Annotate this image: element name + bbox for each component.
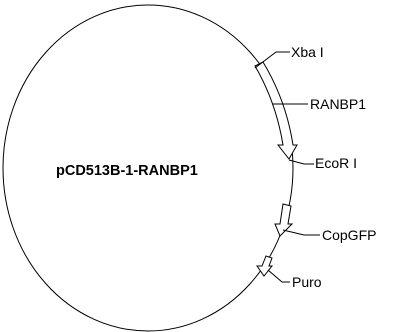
puro-label: Puro <box>292 274 322 290</box>
plasmid-name: pCD513B-1-RANBP1 <box>56 163 198 179</box>
puro-feature-arrow <box>256 255 274 277</box>
xbai-leader-line <box>254 51 290 69</box>
copgfp-feature-arrow <box>274 203 294 237</box>
plasmid-backbone <box>2 4 294 332</box>
ecori-label: EcoR I <box>315 155 357 171</box>
copgfp-label: CopGFP <box>322 227 376 243</box>
copgfp-leader-line <box>282 229 320 236</box>
xbai-label: Xba I <box>291 44 324 60</box>
ranbp1-label: RANBP1 <box>310 96 366 112</box>
ranbp1-feature-arrow <box>254 61 298 160</box>
puro-leader-line <box>267 269 290 283</box>
ecori-leader-line <box>288 159 314 165</box>
